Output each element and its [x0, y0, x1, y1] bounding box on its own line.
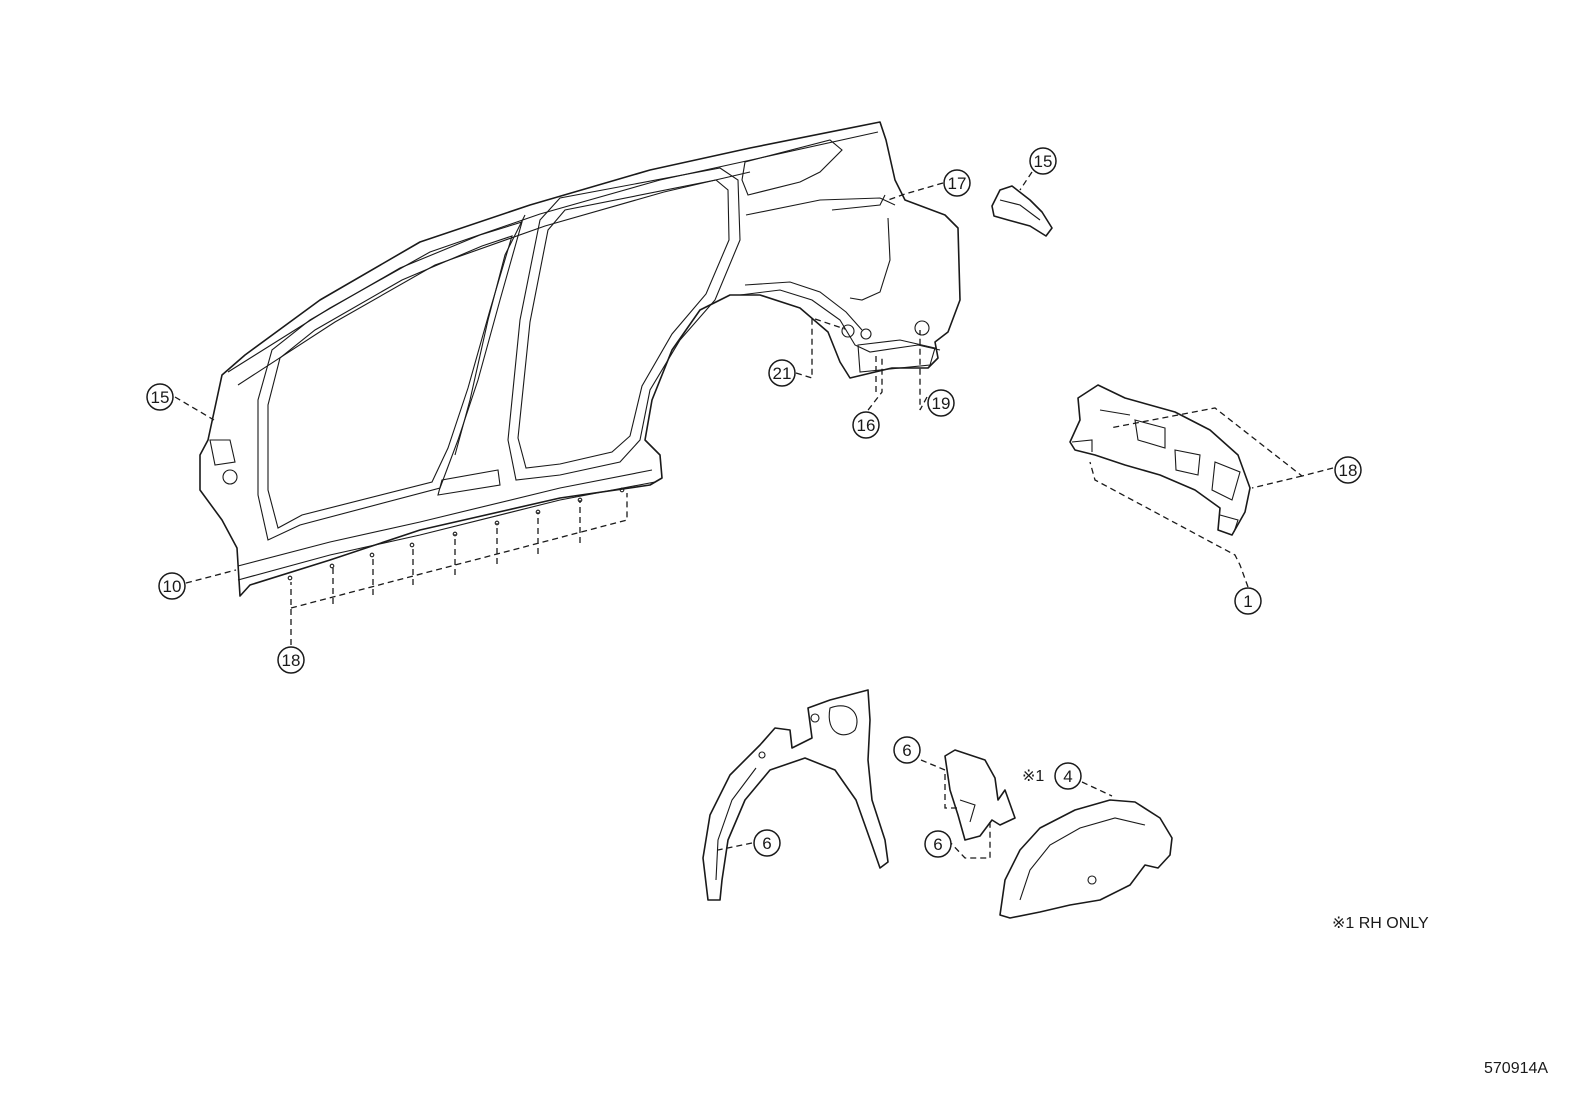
callout-16: 16 — [852, 411, 880, 439]
callout-18-left: 18 — [277, 646, 305, 674]
callout-15-left: 15 — [146, 383, 174, 411]
callout-6-middle: 6 — [924, 830, 952, 858]
footnote-rh-only: ※1 RH ONLY — [1332, 915, 1429, 932]
svg-text:18: 18 — [1339, 461, 1358, 480]
svg-text:18: 18 — [282, 651, 301, 670]
svg-text:10: 10 — [163, 577, 182, 596]
extension-panel — [944, 749, 1016, 841]
leader-lines — [174, 171, 1334, 859]
svg-text:6: 6 — [762, 834, 771, 853]
callout-19: 19 — [927, 389, 955, 417]
svg-text:16: 16 — [857, 416, 876, 435]
side-body-panel — [199, 121, 961, 597]
diagram-id: 570914A — [1484, 1060, 1548, 1077]
callout-15-top: 15 — [1029, 147, 1057, 175]
svg-text:15: 15 — [1034, 152, 1053, 171]
svg-text:17: 17 — [948, 174, 967, 193]
svg-text:21: 21 — [773, 364, 792, 383]
small-bracket-part — [991, 185, 1053, 237]
callout-18-right: 18 — [1334, 456, 1362, 484]
note-mark-rh: ※1 — [1022, 768, 1044, 785]
callout-21: 21 — [768, 359, 796, 387]
svg-text:15: 15 — [151, 388, 170, 407]
svg-text:1: 1 — [1243, 592, 1252, 611]
svg-text:6: 6 — [902, 741, 911, 760]
callout-10: 10 — [158, 572, 186, 600]
rocker-holes — [287, 487, 625, 581]
svg-text:6: 6 — [933, 835, 942, 854]
callout-1: 1 — [1234, 587, 1262, 615]
wheelhouse-liner-part — [999, 799, 1173, 919]
callout-6-left: 6 — [753, 829, 781, 857]
svg-text:4: 4 — [1063, 767, 1072, 786]
callout-4: 4 — [1054, 762, 1082, 790]
callout-6-top: 6 — [893, 736, 921, 764]
callout-17: 17 — [943, 169, 971, 197]
wheelhouse-outer-part — [1069, 384, 1251, 536]
wheelhouse-inner-part — [702, 689, 889, 901]
svg-text:19: 19 — [932, 394, 951, 413]
